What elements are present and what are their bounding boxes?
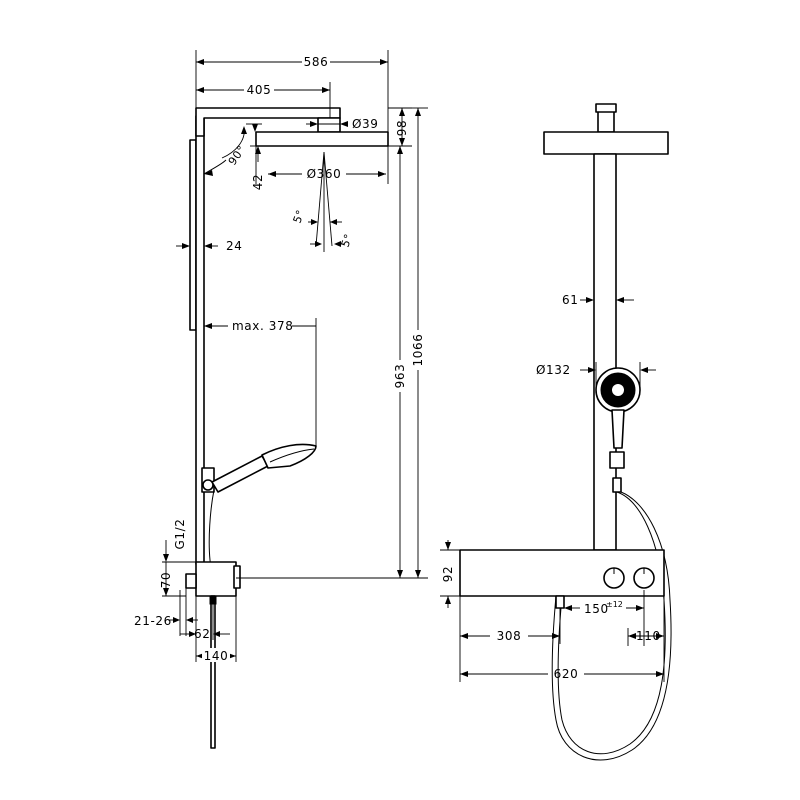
dim-tilt-left: 5° (291, 208, 308, 225)
front-thermostat-shelf (459, 549, 665, 597)
dim-head-thickness: 98 (395, 120, 409, 136)
front-hose-connector (612, 477, 622, 493)
dim-wall-gap: 24 (226, 239, 242, 253)
side-hand-shower-head (261, 443, 317, 469)
front-inlet-nut (555, 595, 565, 609)
dim-thermostat-depth: 140 (204, 649, 229, 663)
side-thermostat-knob (233, 565, 241, 589)
dim-knob-spacing-tolerance: ±12 (606, 600, 623, 609)
side-hand-shower-handle (211, 455, 269, 493)
side-shower-arm (195, 107, 341, 137)
dim-column-width: 61 (562, 293, 578, 307)
dim-connection-depth: 21-26 (134, 614, 172, 628)
dim-connection-offset: 62 (194, 627, 210, 641)
dim-knob-edge-offset: 110 (636, 629, 661, 643)
side-dimensions: 586 405 Ø39 98 1066 963 (134, 50, 428, 663)
dim-overall-projection: 586 (304, 55, 329, 69)
dim-thread: G1/2 (173, 518, 187, 549)
front-hand-shower-handle (611, 409, 625, 449)
front-view (459, 103, 672, 761)
dim-thermostat-height: 92 (441, 566, 455, 582)
side-wall-bar (189, 139, 197, 331)
dim-hand-shower-diameter: Ø132 (536, 363, 571, 377)
side-thermostat (195, 561, 237, 597)
side-hand-shower-spray-face (269, 448, 315, 463)
dim-pipe-height: 963 (393, 364, 407, 389)
dim-shelf-width: 620 (554, 667, 579, 681)
dim-arm-projection: 405 (247, 83, 272, 97)
side-arm-drop (317, 117, 341, 133)
dim-inlet-offset: 308 (497, 629, 522, 643)
dim-hand-reach: max. 378 (232, 319, 293, 333)
side-view (185, 107, 389, 749)
front-dimensions: 61 Ø132 92 308 150 ±12 (440, 293, 665, 682)
front-arm-connector-cap (595, 103, 617, 113)
dim-tilt-right: 5° (339, 232, 356, 249)
front-holder (609, 451, 625, 469)
front-hand-shower-center (612, 384, 624, 396)
side-riser-pipe (195, 115, 205, 565)
front-shower-head (543, 131, 669, 155)
dim-arm-angle: 90° (226, 143, 249, 168)
side-hose-nut (209, 595, 217, 605)
dim-thermostat-height-side: 70 (159, 572, 173, 588)
dim-overall-height: 1066 (411, 334, 425, 367)
side-shower-head (255, 131, 389, 147)
dim-knob-spacing: 150 (584, 602, 609, 616)
dim-arm-diameter: Ø39 (352, 117, 379, 131)
dim-head-offset: 42 (251, 174, 265, 190)
side-wall-connector (185, 573, 197, 589)
